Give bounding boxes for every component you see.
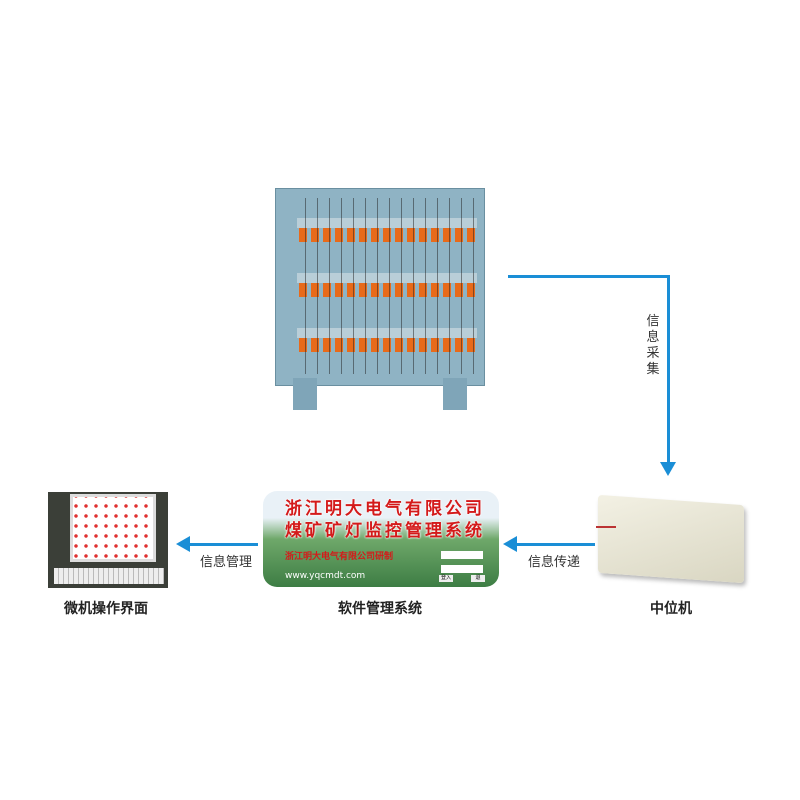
transfer-arrow (515, 543, 595, 546)
arrow-left-icon (503, 536, 517, 552)
pc-caption: 微机操作界面 (64, 601, 148, 617)
cable-icon (596, 526, 616, 528)
banner-url: www.yqcmdt.com (285, 571, 366, 581)
transfer-label: 信息传递 (528, 555, 581, 570)
middle-unit-image (598, 494, 744, 584)
manage-arrow (188, 543, 258, 546)
collect-arrow-v (667, 275, 670, 465)
software-caption: 软件管理系统 (338, 601, 422, 617)
exit-button: 退 (471, 575, 485, 582)
banner-maker: 浙江明大电气有限公司研制 (285, 552, 394, 562)
login-button: 登入 (439, 575, 453, 582)
pc-image (48, 492, 168, 588)
password-field (441, 565, 483, 573)
username-field (441, 551, 483, 559)
banner-title: 浙江明大电气有限公司 (285, 499, 485, 519)
banner-subtitle: 煤矿矿灯监控管理系统 (285, 521, 485, 541)
charging-rack-image (275, 188, 485, 410)
collect-arrow-h (508, 275, 670, 278)
arrow-left-icon (176, 536, 190, 552)
collect-label: 信息采集 (646, 314, 660, 377)
software-banner-image: 浙江明大电气有限公司 煤矿矿灯监控管理系统 浙江明大电气有限公司研制 www.y… (263, 491, 499, 587)
middle-unit-caption: 中位机 (650, 601, 692, 617)
arrow-down-icon (660, 462, 676, 476)
manage-label: 信息管理 (200, 555, 253, 570)
